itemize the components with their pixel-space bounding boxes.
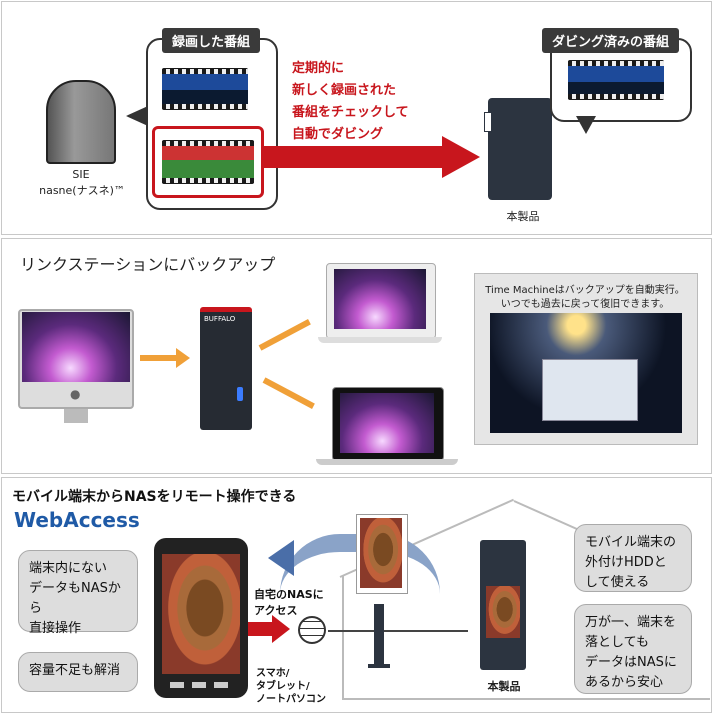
left-bubble-direct-access: 端末内にない データもNASから 直接操作 <box>18 550 138 636</box>
lb1-line1: 端末内にない <box>29 561 108 576</box>
red-arrow-shaft-2 <box>248 622 274 636</box>
nas-access-1: 自宅のNASに <box>254 588 324 601</box>
rb1-line2: 外付けHDDと <box>585 555 667 570</box>
phone-button-2[interactable] <box>192 682 206 688</box>
product-notch <box>484 112 492 132</box>
red-arrow-head <box>442 136 480 178</box>
right-bubble-external-hdd: モバイル端末の 外付けHDDと して使える <box>574 524 692 592</box>
right-bubble-safe: 万が一、端末を 落としても データはNASに あるから安心 <box>574 604 692 694</box>
auto-dub-text-3: 番組をチェックして <box>292 105 409 120</box>
router-base <box>368 664 390 668</box>
tm-text-1: Time Machineはバックアップを自動実行。 <box>485 285 685 296</box>
sie-label: SIE <box>72 168 90 181</box>
macbook-pro-screen <box>340 393 434 453</box>
product-device <box>488 98 552 200</box>
selected-recording[interactable] <box>152 126 264 198</box>
red-arrow-head-2 <box>272 615 290 643</box>
internet-globe-icon <box>298 616 326 644</box>
webaccess-panel: モバイル端末からNASをリモート操作できる WebAccess 端末内にない デ… <box>1 477 712 713</box>
rb2-line3: データはNASに <box>585 655 677 670</box>
nasne-label: nasne(ナスネ)™ <box>39 184 125 197</box>
product-label-3: 本製品 <box>487 680 521 693</box>
product-nas-photo <box>486 586 520 638</box>
rb1-line1: モバイル端末の <box>585 535 677 550</box>
devices-line1: スマホ/ <box>256 668 290 679</box>
auto-dub-text-4: 自動でダビング <box>292 127 384 142</box>
rb1-line3: して使える <box>585 575 650 590</box>
devices-line2: タブレット/ <box>256 681 310 692</box>
tm-text-2: いつでも過去に戻って復旧できます。 <box>500 299 670 310</box>
imac-screen <box>22 312 130 382</box>
orange-arrow-shaft-3 <box>262 377 315 409</box>
left-bubble-capacity: 容量不足も解消 <box>18 652 138 692</box>
film-strip-concert <box>162 68 248 110</box>
photo-card-image <box>360 518 402 588</box>
webaccess-title: モバイル端末からNASをリモート操作できる <box>12 489 297 505</box>
dubbing-panel: SIE nasne(ナスネ)™ 録画した番組 定期的に 新しく録画された 番組を… <box>1 1 712 235</box>
film-strip-soccer <box>162 140 254 184</box>
apple-icon: ● <box>70 387 81 401</box>
nas-access-2: アクセス <box>254 604 298 617</box>
nas-brand: BUFFALO <box>204 315 236 323</box>
nasne-device <box>46 80 116 164</box>
lb2-line1: 容量不足も解消 <box>29 663 121 678</box>
backup-title: リンクステーションにバックアップ <box>20 255 276 274</box>
orange-arrow-shaft-2 <box>258 319 311 351</box>
orange-arrow-head-1 <box>176 348 190 368</box>
product-label: 本製品 <box>506 210 540 223</box>
devices-line3: ノートパソコン <box>256 694 326 705</box>
webaccess-logo: WebAccess <box>14 508 140 532</box>
phone-button-3[interactable] <box>214 682 228 688</box>
imac-stand <box>64 409 88 423</box>
macbook-pro-base <box>316 459 458 465</box>
backup-panel: リンクステーションにバックアップ ● BUFFALO Time Machineは… <box>1 238 712 474</box>
recorded-tag: 録画した番組 <box>162 28 261 53</box>
auto-dub-text-1: 定期的に <box>292 61 345 76</box>
router-device <box>374 604 384 666</box>
rb2-line2: 落としても <box>585 635 649 650</box>
nas-led <box>237 387 243 401</box>
finder-window <box>542 359 638 421</box>
globe-connection-line <box>328 630 468 632</box>
phone-screen-photo <box>162 554 240 674</box>
lb1-line2: データもNASから <box>29 581 121 616</box>
auto-dub-text-2: 新しく録画された <box>292 83 397 98</box>
rb2-line1: 万が一、端末を <box>585 615 677 630</box>
nas-device <box>200 307 252 430</box>
film-strip-dubbed <box>568 60 664 100</box>
dubbed-tag: ダビング済みの番組 <box>542 28 680 53</box>
orange-arrow-shaft-1 <box>140 355 178 361</box>
blue-arrow-head <box>268 540 294 576</box>
rb2-line4: あるから安心 <box>585 675 664 690</box>
red-arrow-shaft <box>264 146 444 168</box>
house-wall <box>342 576 710 700</box>
lb1-line3: 直接操作 <box>29 621 82 636</box>
phone-button-1[interactable] <box>170 682 184 688</box>
right-bubble-tail <box>576 116 596 134</box>
bubble-tail <box>126 106 148 126</box>
macbook-white-screen <box>334 269 426 329</box>
macbook-white-base <box>318 337 442 343</box>
